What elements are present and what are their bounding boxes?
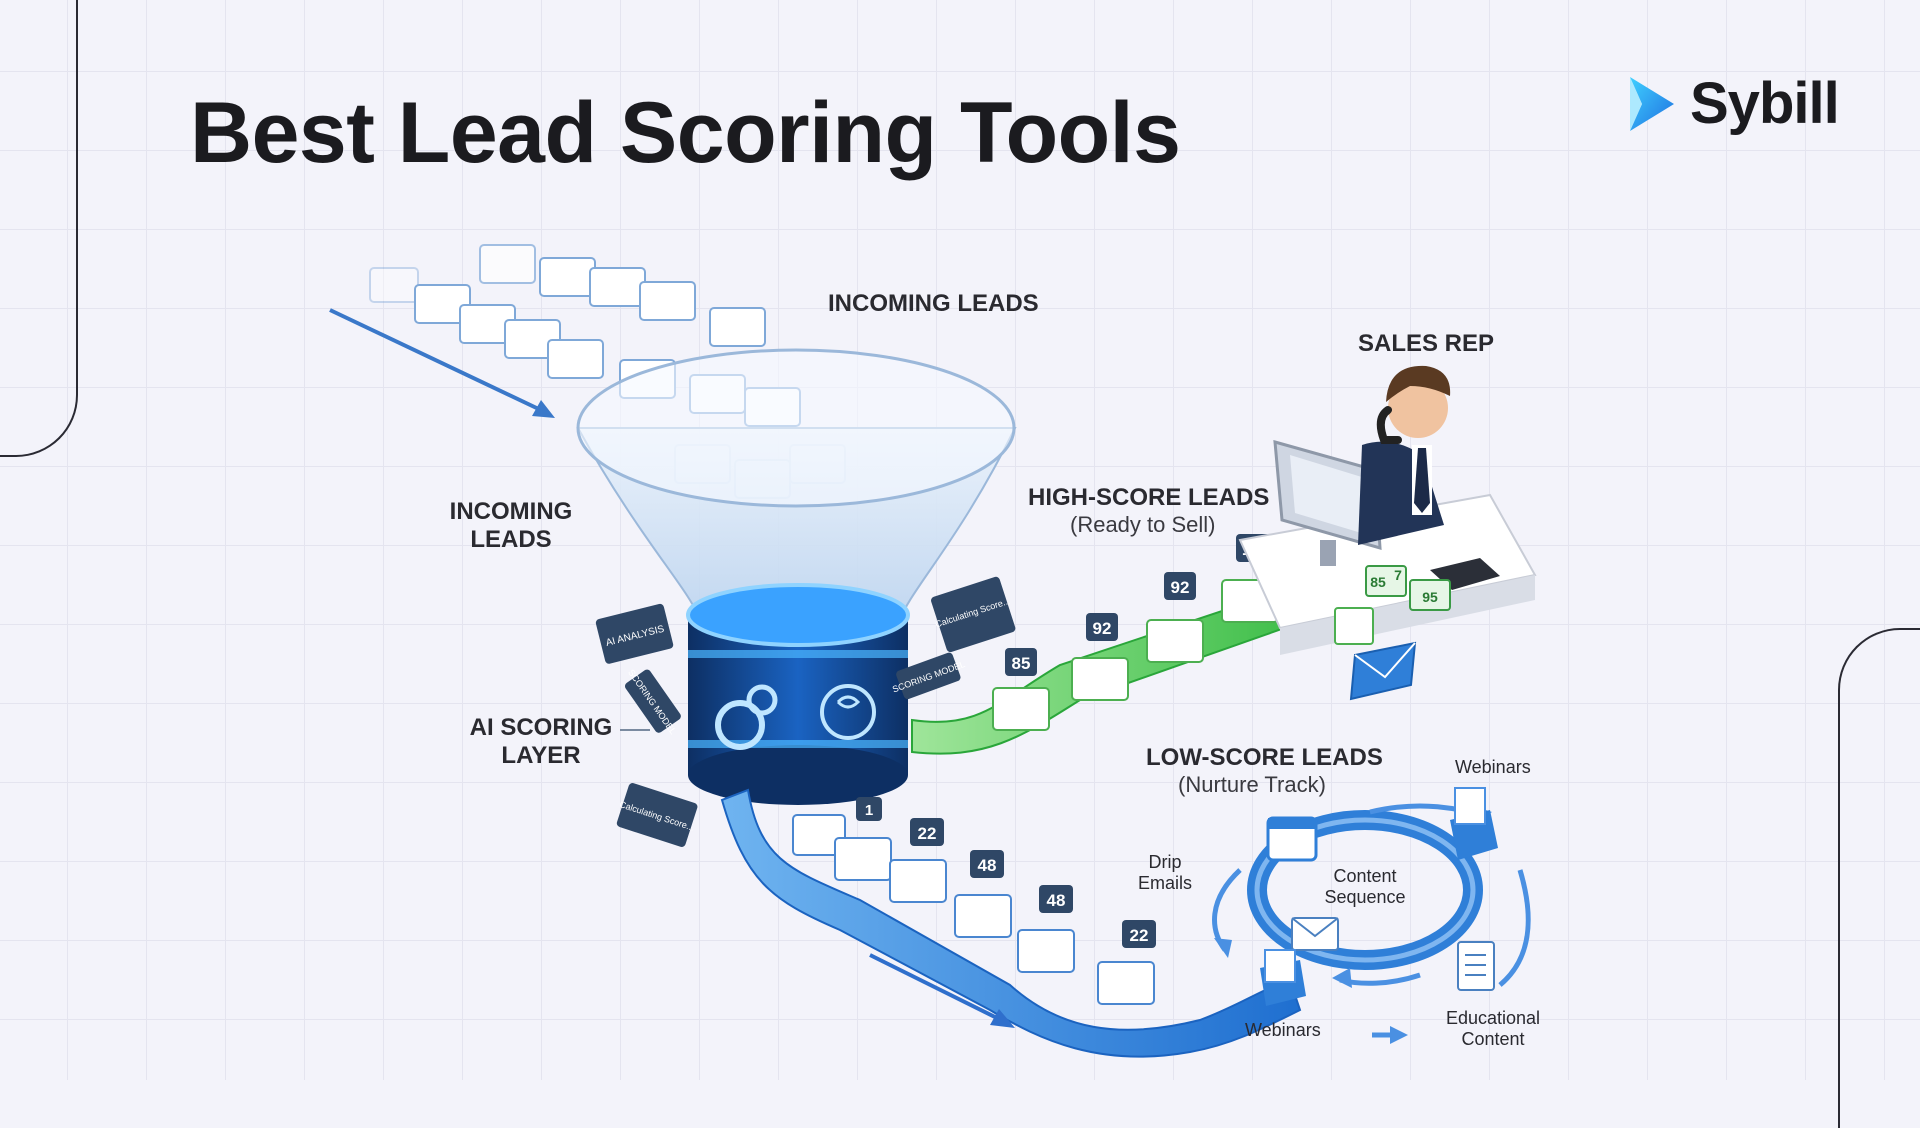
score-badge: 22 <box>918 824 937 843</box>
score-badge: 85 <box>1012 654 1031 673</box>
desk-score: 85 <box>1370 574 1386 590</box>
calendar-icon <box>1266 816 1318 862</box>
document-icon <box>1457 941 1495 991</box>
score-badge: 92 <box>1093 619 1112 638</box>
brand-name: Sybill <box>1690 71 1840 136</box>
sybill-logo-icon <box>1630 76 1674 131</box>
educational-content-label: Educational Content <box>1445 1008 1541 1049</box>
score-badge: 1 <box>865 802 873 819</box>
high-score-leads-label: HIGH-SCORE LEADS <box>1028 484 1270 511</box>
desk-score: 95 <box>1422 589 1438 605</box>
score-badge: 22 <box>1130 926 1149 945</box>
high-score-cards <box>992 579 1279 731</box>
low-score-track <box>720 788 1302 1058</box>
low-score-leads-subtitle: (Nurture Track) <box>1178 772 1326 797</box>
lead-scoring-diagram: AI ANALYSIS SCORING MODEL Calculating Sc… <box>329 244 1537 1058</box>
score-badge: 48 <box>1047 891 1066 910</box>
score-badge: 92 <box>1171 578 1190 597</box>
desk-score: 7 <box>1394 567 1402 583</box>
score-badge: 48 <box>978 856 997 875</box>
incoming-arrow <box>329 308 555 418</box>
webinar-envelope-icon <box>1450 787 1498 860</box>
low-score-leads-label: LOW-SCORE LEADS <box>1146 744 1383 771</box>
ai-scoring-cylinder <box>686 583 910 805</box>
incoming-leads-top-label: INCOMING LEADS <box>828 290 1039 317</box>
sales-rep-head <box>1388 378 1448 438</box>
high-score-leads-subtitle: (Ready to Sell) <box>1070 512 1216 537</box>
page-title: Best Lead Scoring Tools <box>190 85 1181 181</box>
email-envelope-icon <box>1291 917 1339 951</box>
drip-emails-label: Drip Emails <box>1137 852 1192 893</box>
sales-rep-scene: 85 7 95 <box>1238 365 1537 701</box>
ai-scoring-layer-label: AI SCORING LAYER <box>469 714 613 769</box>
brand-logo: Sybill <box>1620 70 1840 137</box>
low-score-cards <box>792 814 1155 1005</box>
envelope-icon <box>1334 607 1417 701</box>
content-sequence-label: Content Sequence <box>1324 866 1406 907</box>
sales-rep-label: SALES REP <box>1358 330 1495 357</box>
webinars-bottom-label: Webinars <box>1245 1020 1321 1040</box>
incoming-leads-left-label: INCOMING LEADS <box>449 498 573 553</box>
webinars-top-label: Webinars <box>1455 757 1531 777</box>
funnel <box>576 348 1017 621</box>
phone-handset-icon <box>1376 406 1402 444</box>
low-score-badges: 1 22 48 48 22 <box>856 797 1156 948</box>
nurture-loop <box>1212 787 1531 1044</box>
webinar-bottom-icon <box>1260 949 1306 1006</box>
